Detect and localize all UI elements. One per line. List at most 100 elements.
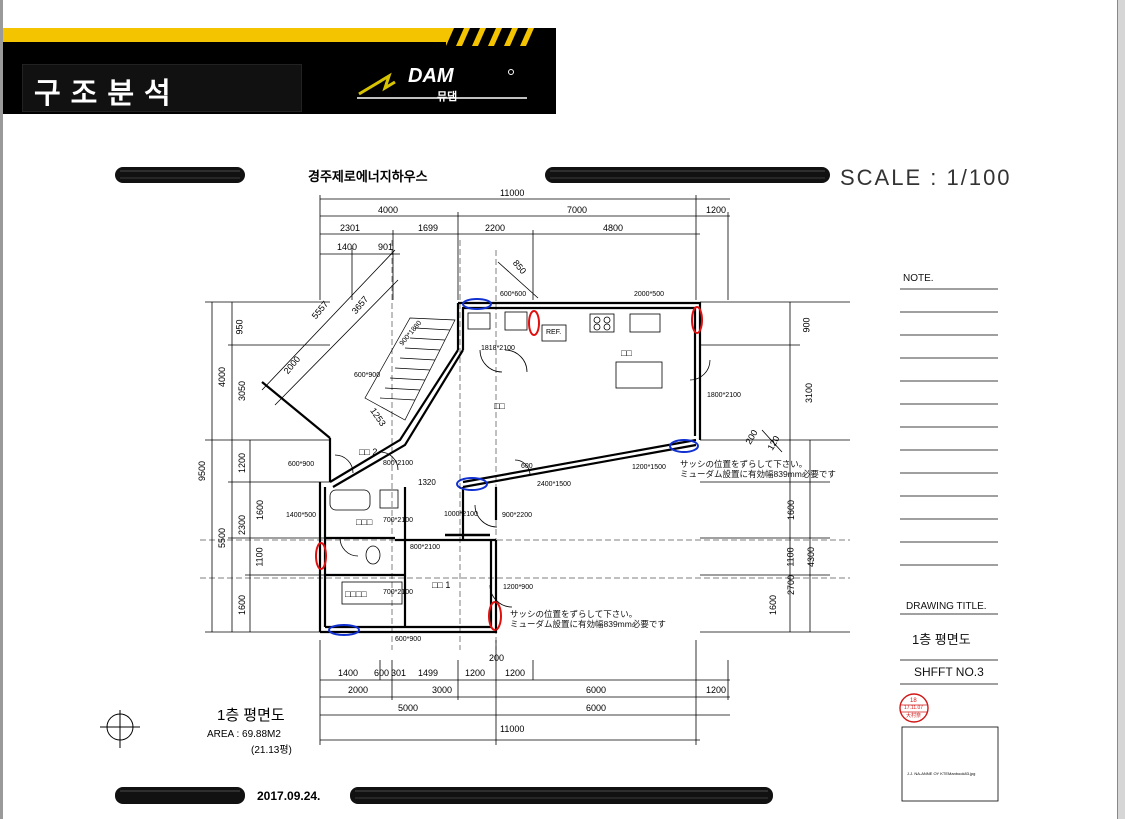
project-title: 경주제로에너지하우스: [308, 169, 428, 184]
opening-800x2100-a: 800*2100: [383, 460, 413, 467]
markers: [315, 298, 703, 636]
dim-top-4800: 4800: [603, 223, 624, 233]
furniture: [329, 311, 711, 608]
dim-right-1100: 1100: [785, 547, 796, 567]
page-left-border: [0, 0, 3, 819]
dim-left-4000: 4000: [217, 366, 228, 388]
dim-top-1400: 1400: [337, 242, 358, 252]
header-stripes-icon: [446, 28, 556, 46]
logo-subtitle: 뮤댐: [437, 90, 458, 103]
opening-2400x1500: 2400*1500: [537, 481, 571, 488]
opening-1000x2100: 1000*2100: [444, 511, 478, 518]
dim-right-3100: 3100: [804, 382, 815, 404]
dim-bottom-6000a: 6000: [586, 685, 607, 695]
opening-1400x500: 1400*500: [286, 512, 316, 519]
dim-bottom-total: 11000: [500, 724, 525, 734]
stamp-date: 17.11.07: [904, 705, 924, 711]
north-arrow-icon: [100, 710, 140, 748]
dim-bottom-301: 301: [391, 668, 407, 678]
stamp-text: 18: [910, 698, 917, 704]
dim-right-4300: 4300: [806, 546, 817, 568]
area-pyeong: (21.13평): [251, 745, 292, 756]
room-label-living: □□: [494, 401, 505, 411]
dim-left-1600a: 1600: [255, 499, 266, 521]
annotation-1-line2: ミューダム設置に有効幅839mm必要です: [680, 469, 836, 479]
drawing-date: 2017.09.24.: [257, 789, 321, 803]
footer-small-text: J.J. NA-ANNE OY KTEManbook83.jpg: [907, 771, 976, 776]
header-title-box: [22, 64, 302, 112]
dim-bottom-5000: 5000: [398, 703, 419, 713]
window-scrollbar[interactable]: [1117, 0, 1125, 819]
dim-bottom-200: 200: [489, 653, 505, 663]
dim-top-901: 901: [378, 242, 394, 252]
dim-bottom-1200b: 1200: [505, 668, 526, 678]
dim-top-4000: 4000: [378, 205, 399, 215]
room-label-kitchen: □□: [621, 348, 632, 358]
room-label-bath: □□□: [356, 517, 373, 527]
walls: [261, 301, 702, 634]
drawing-title-label: DRAWING TITLE.: [906, 601, 987, 612]
dim-left-950: 950: [234, 319, 245, 335]
note-label: NOTE.: [903, 273, 934, 284]
dim-right-2700: 2700: [786, 574, 797, 596]
opening-700x2100-a: 700*2100: [383, 517, 413, 524]
opening-700x2100-b: 700*2100: [383, 589, 413, 596]
opening-2000x500: 2000*500: [634, 291, 664, 298]
opening-600: 600: [521, 463, 533, 470]
annotation-2-line1: サッシの位置をずらして下さい。: [510, 609, 638, 619]
dim-bottom-1400: 1400: [338, 668, 359, 678]
dim-right-1600b: 1600: [768, 594, 779, 616]
sheet-number: SHFFT NO.3: [914, 665, 984, 679]
opening-600x900-a: 600*900: [354, 372, 381, 379]
note-lines: [900, 288, 999, 802]
title-bars: [115, 167, 830, 804]
dimension-lines: [205, 195, 850, 745]
dim-left-5500: 5500: [217, 527, 228, 549]
dim-left-3050: 3050: [237, 380, 248, 402]
opening-600x900-b: 600*900: [288, 461, 315, 468]
opening-600x600: 600*600: [500, 291, 527, 298]
dim-top-1200: 1200: [706, 205, 727, 215]
dim-top-1699: 1699: [418, 223, 439, 233]
area-label: AREA : 69.88M2: [207, 729, 281, 740]
dim-top-7000: 7000: [567, 205, 588, 215]
grid-lines: [200, 240, 850, 650]
dim-left-1600b: 1600: [237, 594, 248, 616]
opening-600x900-c: 600*900: [395, 636, 422, 643]
dim-right-1600a: 1600: [786, 499, 797, 521]
dim-bottom-600: 600: [374, 668, 390, 678]
dim-left-9500: 9500: [197, 460, 208, 482]
dim-top-total: 11000: [500, 188, 525, 198]
dim-bottom-1499: 1499: [418, 668, 439, 678]
plan-title: 1층 평면도: [217, 707, 285, 724]
room-label-storage: □□□□: [345, 589, 367, 599]
opening-1200x900: 1200*900: [503, 584, 533, 591]
staircase: [364, 317, 456, 421]
dim-1320: 1320: [418, 478, 436, 487]
dim-left-1200: 1200: [237, 452, 248, 474]
page-title: 구조분석: [34, 76, 181, 110]
dim-top-2200: 2200: [485, 223, 506, 233]
annotation-2: サッシの位置をずらして下さい。 ミューダム設置に有効幅839mm必要です: [510, 609, 666, 629]
opening-1200x1500: 1200*1500: [632, 464, 666, 471]
opening-900x2200: 900*2200: [502, 512, 532, 519]
dim-left-2300: 2300: [237, 514, 248, 536]
dim-left-1100: 1100: [254, 547, 265, 567]
scale-label: SCALE : 1/100: [840, 165, 1012, 190]
annotation-1-line1: サッシの位置をずらして下さい。: [680, 459, 808, 469]
mu-logo-icon: [357, 69, 527, 99]
refrigerator-label: REF.: [546, 329, 562, 336]
dim-top-2301: 2301: [340, 223, 361, 233]
dim-bottom-3000: 3000: [432, 685, 453, 695]
dim-bottom-1200c: 1200: [706, 685, 727, 695]
annotation-2-line2: ミューダム設置に有効幅839mm必要です: [510, 619, 666, 629]
dim-right-900: 900: [801, 317, 812, 333]
dim-bottom-6000b: 6000: [586, 703, 607, 713]
opening-1800x2100: 1800*2100: [707, 392, 741, 399]
opening-1818x2100: 1818*2100: [481, 345, 515, 352]
header-yellow-bar: [3, 28, 556, 42]
annotation-1: サッシの位置をずらして下さい。 ミューダム設置に有効幅839mm必要です: [680, 459, 836, 479]
dim-bottom-2000: 2000: [348, 685, 369, 695]
room-label-2: □□ 2: [359, 447, 378, 457]
